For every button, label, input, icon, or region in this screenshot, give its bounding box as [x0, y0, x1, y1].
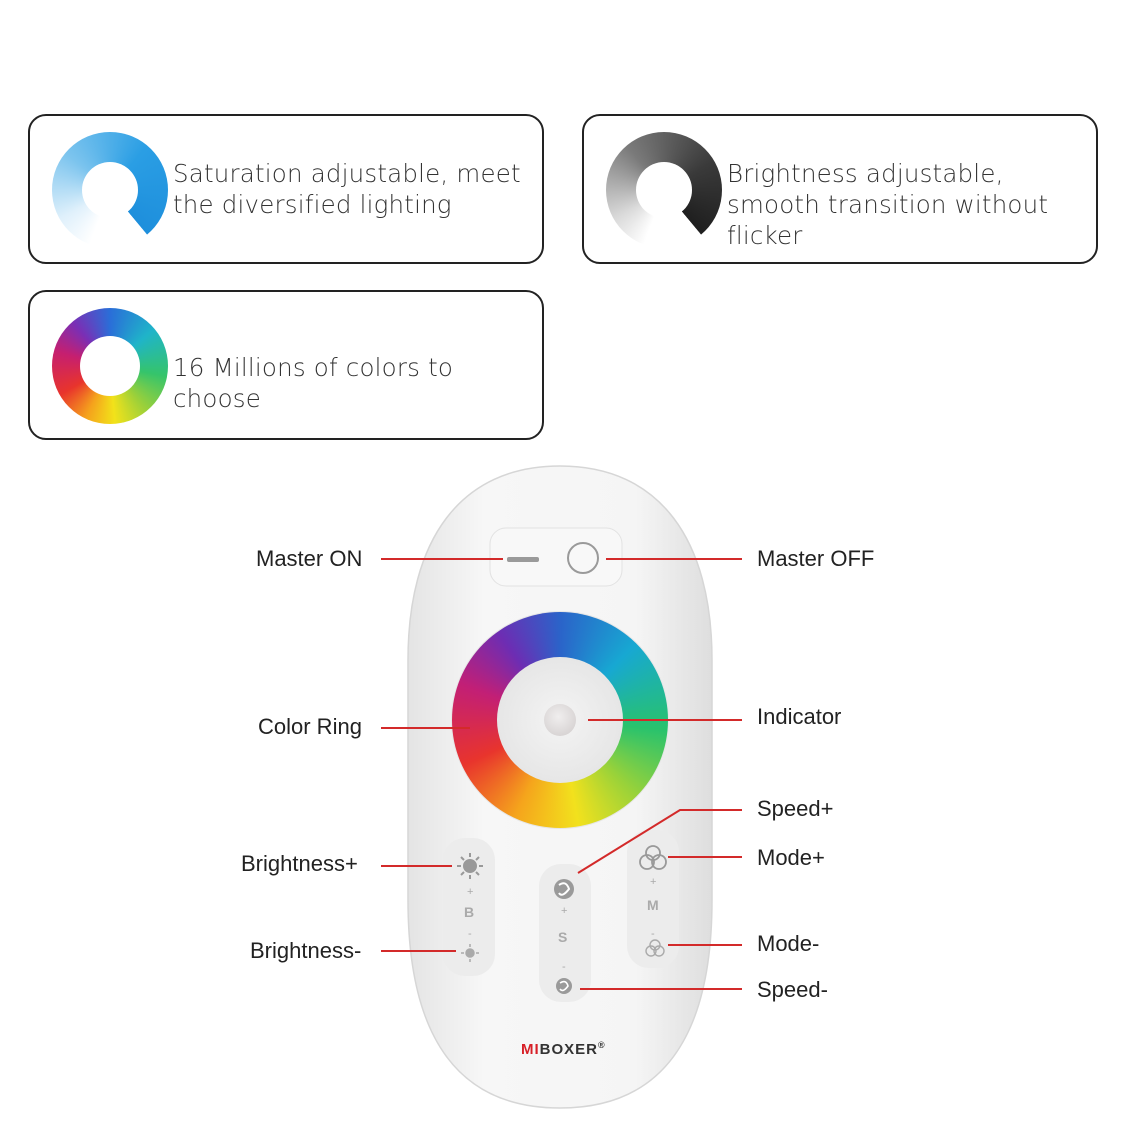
- brightness-plus-icon: [457, 853, 483, 879]
- mode-plus-icon: [639, 845, 667, 870]
- mode-minus-icon: [645, 939, 665, 957]
- mode-minus-sign: -: [651, 928, 655, 940]
- colors-feature-text: 16 Millions of colors to choose: [173, 353, 454, 413]
- mode-plus-label: Mode+: [757, 845, 825, 870]
- indicator-light: [544, 704, 576, 736]
- speed-plus-callout-line: [577, 809, 742, 874]
- speed-minus-label: Speed-: [757, 977, 828, 1002]
- saturation-feature-card: Saturation adjustable, meet the diversif…: [28, 114, 544, 264]
- brightness-minus-sign: -: [468, 928, 472, 940]
- mode-minus-label: Mode-: [757, 931, 820, 956]
- speed-plus-icon: [554, 879, 574, 899]
- brightness-plus-label: Brightness+: [241, 851, 358, 876]
- gray-brightness-ring-icon: [606, 132, 722, 248]
- master-on-button: [507, 557, 539, 562]
- indicator-label: Indicator: [757, 704, 842, 729]
- colors-feature-card: 16 Millions of colors to choose: [28, 290, 544, 440]
- blue-saturation-ring-icon: [52, 132, 168, 248]
- brightness-minus-icon: [461, 944, 479, 962]
- master-on-label: Master ON: [256, 546, 363, 571]
- brightness-plus-sign: +: [467, 886, 474, 898]
- miboxer-logo: MIBOXER®: [521, 1040, 606, 1058]
- mode-key-letter: M: [647, 897, 659, 913]
- brightness-minus-label: Brightness-: [250, 938, 362, 963]
- brightness-key-strip: [443, 838, 495, 976]
- speed-minus-icon: [556, 978, 572, 994]
- brightness-feature-text: Brightness adjustable, smooth transition…: [727, 159, 1049, 250]
- speed-minus-sign: -: [562, 961, 566, 973]
- rgb-color-ring-icon: [52, 308, 168, 424]
- master-off-label: Master OFF: [757, 546, 875, 571]
- mode-plus-sign: +: [650, 876, 657, 888]
- color-ring-label: Color Ring: [258, 714, 362, 739]
- master-off-button: [567, 542, 599, 574]
- brightness-key-letter: B: [464, 904, 475, 920]
- speed-key-letter: S: [558, 929, 568, 945]
- speed-plus-sign: +: [561, 905, 568, 917]
- saturation-feature-text: Saturation adjustable, meet the diversif…: [173, 159, 521, 219]
- speed-plus-label: Speed+: [757, 796, 834, 821]
- speed-key-strip: [539, 864, 591, 1002]
- brightness-feature-card: Brightness adjustable, smooth transition…: [582, 114, 1098, 264]
